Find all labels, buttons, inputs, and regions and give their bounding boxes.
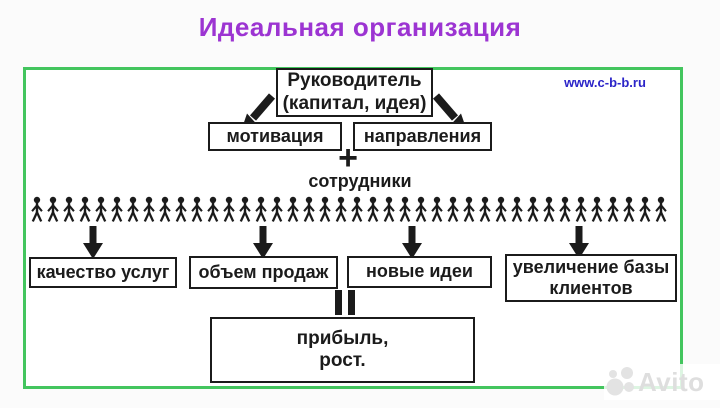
person-icon <box>271 196 283 222</box>
person-icon <box>431 196 443 222</box>
person-icon <box>223 196 235 222</box>
person-icon <box>303 196 315 222</box>
person-icon <box>607 196 619 222</box>
leader-box-line2: (капитал, идея) <box>282 92 427 114</box>
leader-box: Руководитель (капитал, идея) <box>276 68 433 117</box>
page-title: Идеальная организация <box>198 12 522 42</box>
result-box-sales: объем продаж <box>189 256 338 289</box>
person-icon <box>175 196 187 222</box>
person-icon <box>255 196 267 222</box>
person-icon <box>31 196 43 222</box>
person-icon <box>495 196 507 222</box>
profit-box-line1: прибыль, <box>296 327 389 349</box>
person-icon <box>207 196 219 222</box>
person-icon <box>527 196 539 222</box>
result-box-ideas: новые идеи <box>347 256 492 288</box>
person-icon <box>319 196 331 222</box>
website-url: www.c-b-b.ru <box>564 75 646 90</box>
person-icon <box>415 196 427 222</box>
plus-sign: + <box>338 139 358 177</box>
person-icon <box>655 196 667 222</box>
motivation-box: мотивация <box>208 122 342 151</box>
person-icon <box>383 196 395 222</box>
employees-label: сотрудники <box>308 171 412 191</box>
person-icon <box>111 196 123 222</box>
equals-bar <box>335 290 342 315</box>
equals-bar <box>348 290 355 315</box>
result-box-label: новые идеи <box>366 261 473 282</box>
directions-box: направления <box>353 122 492 151</box>
result-box-label: увеличение базы клиентов <box>512 256 670 298</box>
equals-sign <box>335 290 356 315</box>
person-icon <box>575 196 587 222</box>
person-icon <box>511 196 523 222</box>
avito-brand-text: Avito <box>638 367 705 397</box>
person-icon <box>127 196 139 222</box>
avito-watermark: Avito <box>604 364 720 400</box>
person-icon <box>479 196 491 222</box>
person-icon <box>543 196 555 222</box>
person-icon <box>191 196 203 222</box>
person-icon <box>639 196 651 222</box>
person-icon <box>559 196 571 222</box>
person-icon <box>143 196 155 222</box>
person-icon <box>623 196 635 222</box>
profit-box: прибыль, рост. <box>210 317 475 383</box>
result-box-label: качество услуг <box>36 261 170 282</box>
result-box-clients: увеличение базы клиентов <box>505 254 677 302</box>
person-icon <box>463 196 475 222</box>
profit-box-line2: рост. <box>319 350 366 371</box>
person-icon <box>447 196 459 222</box>
person-icon <box>239 196 251 222</box>
person-icon <box>63 196 75 222</box>
person-icon <box>79 196 91 222</box>
motivation-label: мотивация <box>226 125 324 146</box>
result-box-label: объем продаж <box>198 261 329 282</box>
person-icon <box>95 196 107 222</box>
avito-logo-icon <box>606 367 634 396</box>
person-icon <box>351 196 363 222</box>
result-box-quality: качество услуг <box>29 257 177 288</box>
person-icon <box>159 196 171 222</box>
directions-label: направления <box>363 125 482 146</box>
person-icon <box>591 196 603 222</box>
employees-row <box>30 195 668 225</box>
person-icon <box>287 196 299 222</box>
person-icon <box>399 196 411 222</box>
person-icon <box>47 196 59 222</box>
leader-box-line1: Руководитель <box>287 70 422 92</box>
person-icon <box>367 196 379 222</box>
person-icon <box>335 196 347 222</box>
